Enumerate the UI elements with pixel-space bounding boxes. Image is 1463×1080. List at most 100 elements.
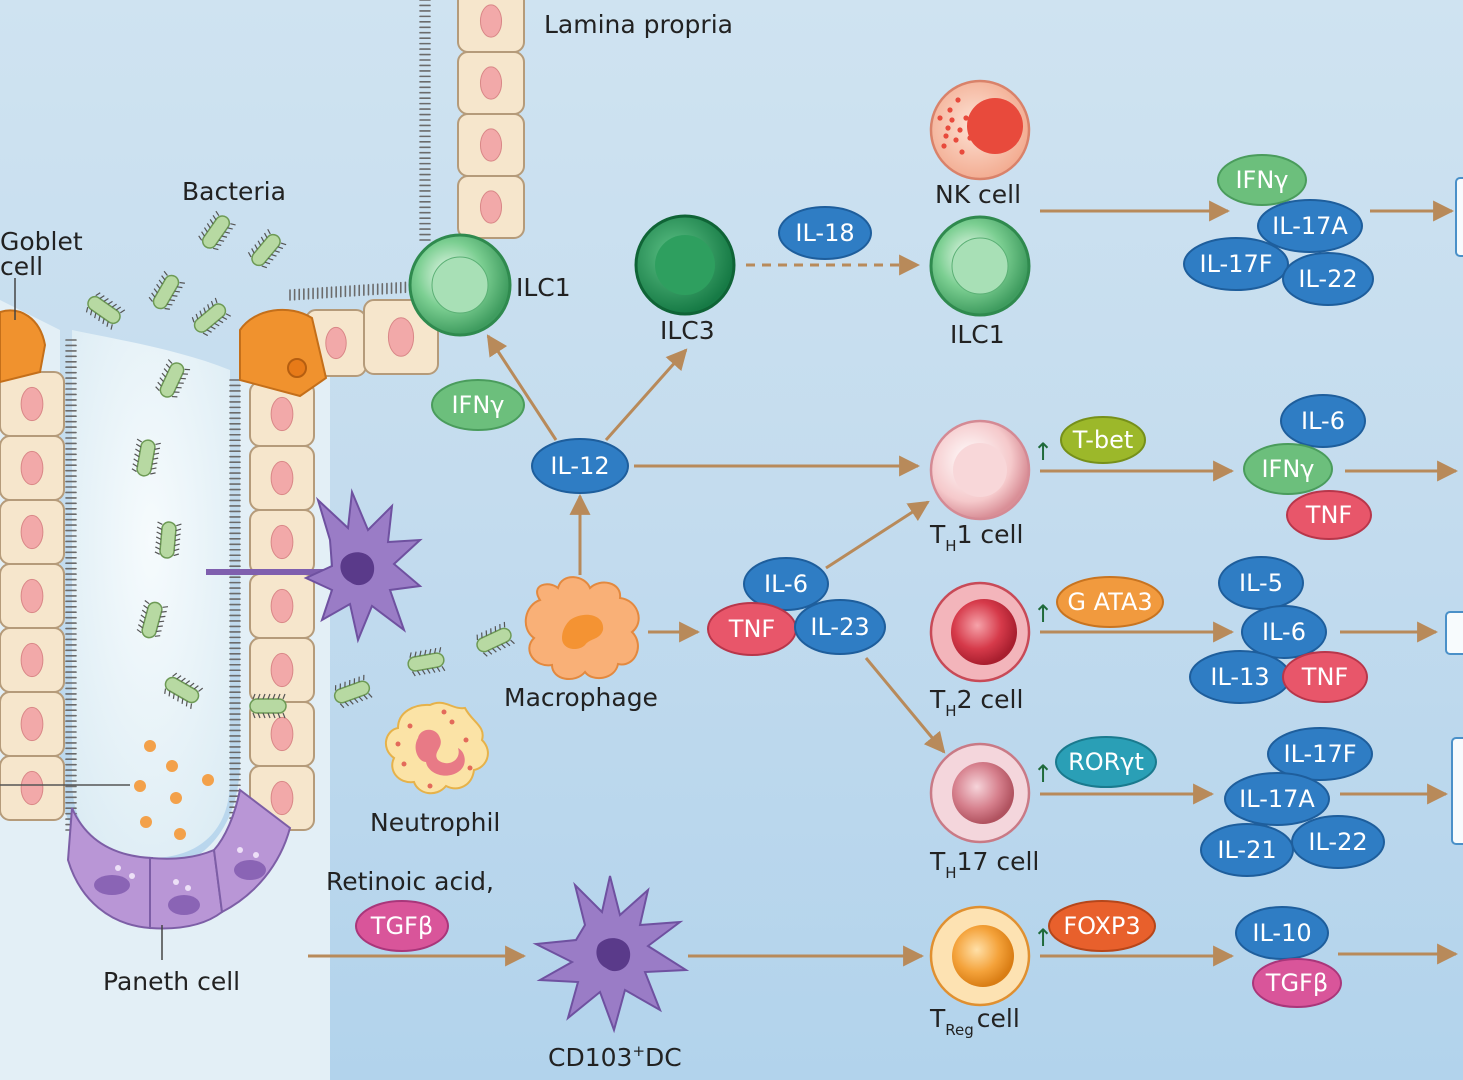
bacterium-flagellum xyxy=(252,693,256,700)
bacterium-flagellum xyxy=(98,315,101,322)
bacterium xyxy=(476,621,515,657)
nk-granule xyxy=(957,127,963,133)
bacterium xyxy=(136,599,169,639)
bacterium-flagellum xyxy=(137,624,144,629)
bacterium-body xyxy=(333,680,371,704)
il22-th17-label: IL-22 xyxy=(1308,828,1367,856)
bacterium-flagellum xyxy=(441,665,446,672)
pill-ifng-left: IFNγ xyxy=(431,379,525,431)
nk-granule xyxy=(945,125,951,131)
bacterium-flagellum xyxy=(119,309,126,314)
bacterium-flagellum xyxy=(257,712,261,719)
bacterium-flagellum xyxy=(163,270,168,276)
bacterium-flagellum xyxy=(85,306,89,313)
epithelium-top xyxy=(305,299,439,377)
tgfb-treg-label: TGFβ xyxy=(1265,969,1328,997)
bacterium-flagellum xyxy=(106,321,109,327)
treg-T: T xyxy=(929,1004,946,1033)
nk-granule xyxy=(937,115,943,121)
bacterium-flagellum xyxy=(175,533,181,537)
antimicrobial-granules xyxy=(134,740,214,840)
bacterium-flagellum xyxy=(161,610,167,613)
neutrophil-cell xyxy=(384,701,489,795)
epithelial-cell-left-nucleus xyxy=(20,514,44,550)
nk-granule xyxy=(955,97,961,103)
bacterium-flagellum xyxy=(409,652,412,658)
th17-label: TH17 cell xyxy=(929,847,1039,882)
pill-ifng-top: IFNγ xyxy=(1217,154,1307,206)
bacterium-flagellum xyxy=(215,243,222,247)
bacterium-flagellum xyxy=(267,693,271,700)
bacterium-flagellum xyxy=(212,214,217,221)
bacterium-flagellum xyxy=(174,538,181,542)
bacterium xyxy=(333,674,373,709)
il12-label: IL-12 xyxy=(550,452,609,480)
bacterium-flagellum xyxy=(156,531,162,535)
neutrophil-label: Neutrophil xyxy=(370,808,500,837)
bacterium-flagellum xyxy=(363,694,368,700)
epithelium-left xyxy=(0,371,65,821)
bacterium-flagellum xyxy=(218,239,225,242)
bacterium-flagellum xyxy=(134,453,140,458)
pill-il17a-th17: IL-17A xyxy=(1224,772,1330,826)
bacteria-label: Bacteria xyxy=(182,177,286,206)
bacterium-flagellum xyxy=(133,458,139,463)
bacterium-flagellum xyxy=(179,281,185,284)
bacterium-flagellum xyxy=(436,666,441,673)
bacterium-flagellum xyxy=(89,309,93,316)
bacterium-flagellum xyxy=(168,690,171,697)
bacterium-flagellum xyxy=(421,669,426,675)
edge-box-th17 xyxy=(1451,737,1463,845)
bacterium-flagellum xyxy=(206,329,212,333)
bacterium-flagellum xyxy=(411,671,416,677)
bacterium-flagellum xyxy=(490,628,492,634)
bacterium-flagellum xyxy=(173,553,179,557)
bacterium-flagellum xyxy=(132,463,138,468)
bacterium-flagellum xyxy=(482,652,488,657)
bacterium-flagellum xyxy=(416,670,421,676)
bacterium-flagellum xyxy=(224,231,230,234)
bacterium xyxy=(198,210,236,251)
bacterium-flagellum xyxy=(148,296,153,302)
epithelial-cell-top-nucleus xyxy=(325,326,347,360)
bacterium-flagellum xyxy=(251,248,255,254)
bacterium-flagellum xyxy=(161,372,167,378)
tf-foxp3: FOXP3 xyxy=(1048,900,1156,952)
bacterium-flagellum xyxy=(155,386,160,392)
tnf-th2-label: TNF xyxy=(1301,663,1348,691)
bacterium-flagellum xyxy=(215,210,220,217)
bacterium-flagellum xyxy=(344,701,350,707)
pill-il10-treg: IL-10 xyxy=(1235,906,1329,960)
paneth-cell-label: Paneth cell xyxy=(103,967,240,996)
bacterium-flagellum xyxy=(334,685,337,691)
bacterium-flagellum xyxy=(230,223,236,226)
ilc3-label: ILC3 xyxy=(660,316,715,345)
bacterium-flagellum xyxy=(171,395,178,398)
nk-cell xyxy=(929,79,1031,181)
epithelial-cell-column-nucleus xyxy=(479,128,503,162)
nk-granule xyxy=(967,135,973,141)
bacterium-flagellum xyxy=(203,307,207,313)
ilc1-right-cell xyxy=(929,215,1031,317)
tgfb-left-label: TGFβ xyxy=(370,912,433,940)
pill-il17a-top: IL-17A xyxy=(1257,199,1363,253)
th2-cell xyxy=(929,581,1031,683)
edge-box-th2 xyxy=(1445,611,1463,655)
pill-il17f-th17: IL-17F xyxy=(1267,727,1373,781)
bacterium-flagellum xyxy=(143,604,149,610)
th1-sub: H xyxy=(945,537,956,555)
bacterium-flagellum xyxy=(110,324,113,330)
th1-cell xyxy=(929,419,1031,521)
bacterium xyxy=(191,297,232,337)
bacterium-body xyxy=(251,233,281,267)
bacterium-flagellum xyxy=(349,680,351,686)
bacterium xyxy=(148,270,185,310)
bacterium-flagellum xyxy=(162,606,169,608)
bacterium-flagellum xyxy=(505,641,511,647)
bacterium-flagellum xyxy=(254,244,258,250)
bacterium-flagellum xyxy=(107,300,113,305)
tf-tbet: T-bet xyxy=(1060,416,1146,464)
bacterium-flagellum xyxy=(94,312,97,319)
il17a-th17-label: IL-17A xyxy=(1239,785,1315,813)
